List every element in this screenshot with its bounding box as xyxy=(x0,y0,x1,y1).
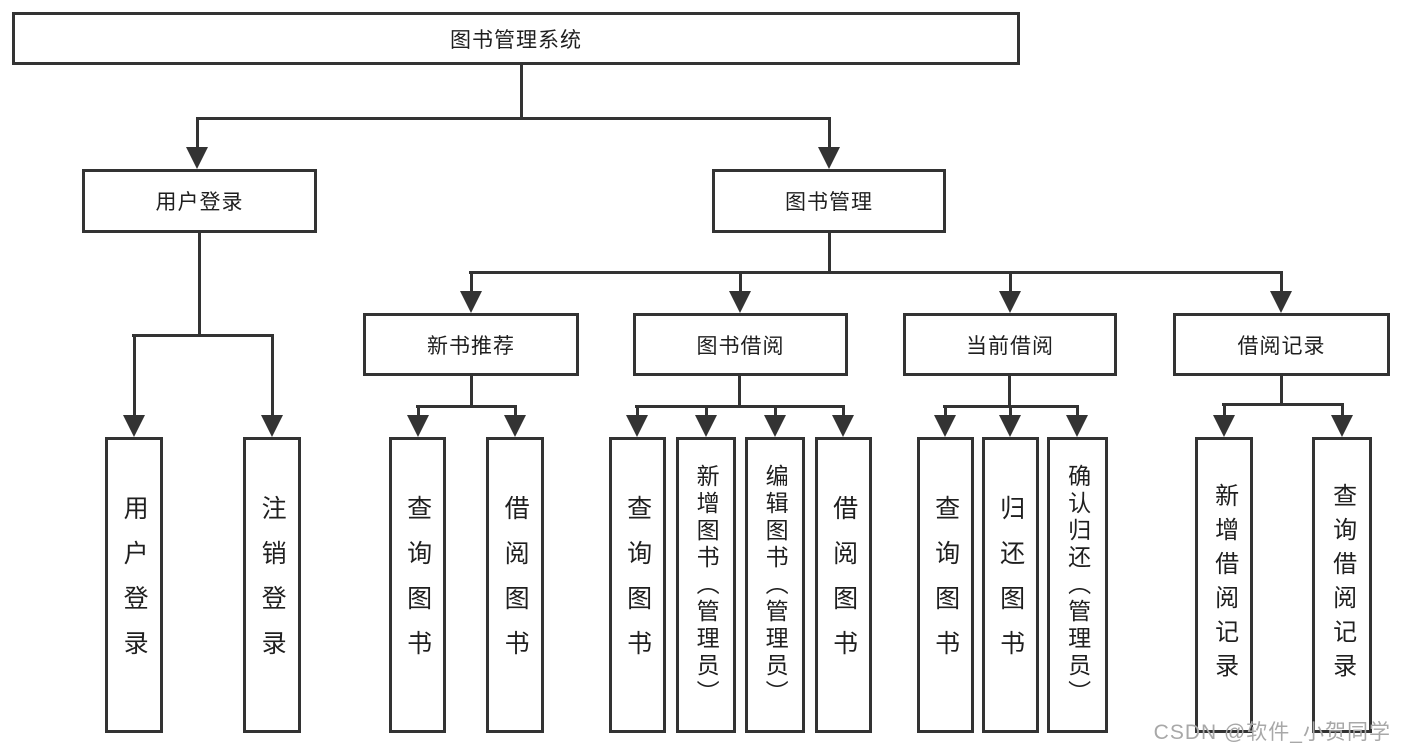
leaf-query-borrow-record-label: 查询借阅记录 xyxy=(1328,483,1356,687)
connector-borrow-record-bar xyxy=(1222,403,1344,406)
leaf-add-borrow-record: 新增借阅记录 xyxy=(1195,437,1253,733)
leaf-borrow-book-1-label: 借阅图书 xyxy=(501,495,530,675)
leaf-return-book-label: 归还图书 xyxy=(996,495,1025,675)
arrow-into-borrow-book-2 xyxy=(832,407,854,437)
leaf-add-borrow-record-label: 新增借阅记录 xyxy=(1210,483,1238,687)
arrow-into-user-login-leaf xyxy=(123,336,145,437)
leaf-borrow-book-1: 借阅图书 xyxy=(486,437,544,733)
leaf-logout: 注销登录 xyxy=(243,437,301,733)
leaf-return-book: 归还图书 xyxy=(982,437,1039,733)
arrow-into-current-borrow xyxy=(999,273,1021,313)
connector-new-book-bar xyxy=(416,405,517,408)
connector-new-book-stem xyxy=(470,376,473,407)
leaf-query-book-1-label: 查询图书 xyxy=(403,495,432,675)
leaf-query-book-2: 查询图书 xyxy=(609,437,666,733)
connector-book-mgmt-bar xyxy=(469,271,1283,274)
leaf-user-login: 用户登录 xyxy=(105,437,163,733)
node-book-mgmt: 图书管理 xyxy=(712,169,946,233)
arrow-into-user-login xyxy=(186,119,208,169)
connector-current-borrow-stem xyxy=(1008,376,1011,407)
leaf-borrow-book-2-label: 借阅图书 xyxy=(829,495,858,675)
leaf-edit-book-admin-label: 编辑图书（管理员） xyxy=(762,463,789,707)
leaf-add-book-admin: 新增图书（管理员） xyxy=(676,437,736,733)
node-root-label: 图书管理系统 xyxy=(450,28,582,52)
leaf-logout-label: 注销登录 xyxy=(258,495,287,675)
arrow-into-return-book xyxy=(999,407,1021,437)
arrow-into-query-book-2 xyxy=(626,407,648,437)
arrow-into-add-book xyxy=(695,407,717,437)
arrow-into-confirm-return xyxy=(1066,407,1088,437)
node-user-login-label: 用户登录 xyxy=(155,191,244,214)
connector-user-login-bar xyxy=(132,334,274,337)
leaf-confirm-return-admin: 确认归还（管理员） xyxy=(1047,437,1108,733)
arrow-into-book-mgmt xyxy=(818,119,840,169)
node-borrow-record: 借阅记录 xyxy=(1173,313,1390,376)
arrow-into-query-book-1 xyxy=(407,407,429,437)
connector-user-login-stem xyxy=(198,233,201,336)
node-new-book-recommend-label: 新书推荐 xyxy=(427,334,515,358)
arrow-into-borrow-book-1 xyxy=(504,407,526,437)
node-book-mgmt-label: 图书管理 xyxy=(785,191,873,214)
connector-root-stem xyxy=(520,65,523,119)
node-current-borrow: 当前借阅 xyxy=(903,313,1117,376)
leaf-add-book-admin-label: 新增图书（管理员） xyxy=(693,463,720,707)
arrow-into-edit-book xyxy=(764,407,786,437)
leaf-edit-book-admin: 编辑图书（管理员） xyxy=(745,437,805,733)
arrow-into-logout-leaf xyxy=(261,336,283,437)
leaf-query-book-2-label: 查询图书 xyxy=(623,495,652,675)
node-book-borrow-label: 图书借阅 xyxy=(696,334,785,358)
node-user-login: 用户登录 xyxy=(82,169,317,233)
leaf-query-book-3-label: 查询图书 xyxy=(931,495,960,675)
node-root-library-system: 图书管理系统 xyxy=(12,12,1020,65)
connector-book-mgmt-stem xyxy=(828,233,831,273)
arrow-into-query-record xyxy=(1331,405,1353,437)
node-book-borrow: 图书借阅 xyxy=(633,313,848,376)
connector-book-borrow-stem xyxy=(738,376,741,407)
leaf-user-login-label: 用户登录 xyxy=(120,495,149,675)
arrow-into-borrow-record xyxy=(1270,273,1292,313)
arrow-into-query-book-3 xyxy=(934,407,956,437)
connector-book-borrow-bar xyxy=(635,405,845,408)
leaf-confirm-return-admin-label: 确认归还（管理员） xyxy=(1064,463,1091,707)
arrow-into-new-book xyxy=(460,273,482,313)
arrow-into-book-borrow xyxy=(729,273,751,313)
node-borrow-record-label: 借阅记录 xyxy=(1237,334,1326,358)
leaf-query-book-3: 查询图书 xyxy=(917,437,974,733)
leaf-borrow-book-2: 借阅图书 xyxy=(815,437,872,733)
connector-root-branch-bar xyxy=(196,117,831,120)
leaf-query-book-1: 查询图书 xyxy=(389,437,446,733)
connector-current-borrow-bar xyxy=(943,405,1079,408)
csdn-watermark: CSDN @软件_小贺同学 xyxy=(1153,721,1391,744)
arrow-into-add-record xyxy=(1213,405,1235,437)
connector-borrow-record-stem xyxy=(1280,376,1283,405)
node-current-borrow-label: 当前借阅 xyxy=(966,334,1054,358)
leaf-query-borrow-record: 查询借阅记录 xyxy=(1312,437,1372,733)
node-new-book-recommend: 新书推荐 xyxy=(363,313,579,376)
